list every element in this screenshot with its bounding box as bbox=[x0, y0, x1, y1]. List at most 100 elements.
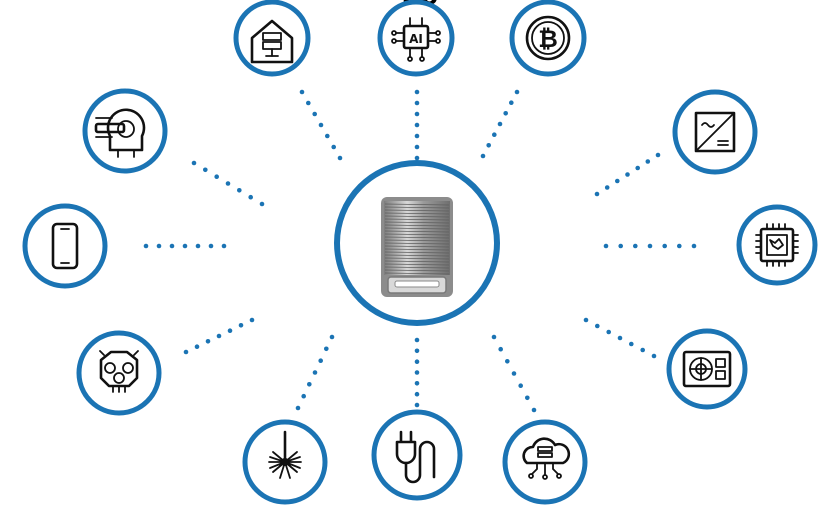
connector-dot bbox=[194, 344, 200, 350]
connector-dot bbox=[603, 243, 609, 249]
smartphone-node bbox=[22, 203, 108, 289]
connector-dot bbox=[248, 194, 253, 200]
server-house-node bbox=[233, 0, 311, 77]
connector-dot bbox=[480, 153, 486, 159]
processor-node bbox=[736, 204, 818, 286]
engine-node bbox=[76, 330, 162, 416]
connector-dot bbox=[640, 347, 645, 353]
engine-icon bbox=[99, 350, 139, 393]
connector-dot bbox=[331, 144, 337, 150]
connector-dot bbox=[645, 159, 651, 164]
connector-dot bbox=[498, 346, 504, 352]
processor-chip-icon bbox=[755, 223, 799, 267]
connector-dot bbox=[259, 201, 265, 207]
connector-dot bbox=[249, 317, 255, 323]
connector-dot bbox=[312, 370, 318, 375]
connector-dot bbox=[525, 395, 530, 401]
connector-dot bbox=[414, 89, 420, 95]
connector-dot bbox=[299, 89, 305, 95]
connector-dot bbox=[414, 402, 420, 408]
connector-dot bbox=[216, 333, 222, 339]
connector-dot bbox=[606, 329, 611, 335]
connector-dot bbox=[143, 243, 149, 249]
connector-dot bbox=[312, 111, 318, 117]
wire-spool-image bbox=[381, 197, 453, 297]
connector-dot bbox=[318, 358, 324, 364]
dotted-connectors bbox=[143, 89, 697, 413]
connector-dot bbox=[208, 243, 214, 249]
connector-dot bbox=[662, 243, 667, 249]
connector-dot bbox=[337, 155, 343, 161]
connector-dot bbox=[307, 382, 312, 387]
connector-dot bbox=[301, 393, 307, 399]
connector-dot bbox=[677, 243, 682, 249]
connector-dot bbox=[414, 381, 420, 386]
connector-dot bbox=[531, 407, 537, 413]
connector-dot bbox=[615, 178, 620, 184]
mri-scanner-icon bbox=[94, 108, 146, 158]
connector-dot bbox=[414, 370, 420, 375]
connector-dot bbox=[169, 243, 175, 249]
connector-dot bbox=[604, 185, 610, 190]
connector-dot bbox=[492, 132, 497, 137]
mri-scanner-node bbox=[82, 88, 168, 174]
connector-dot bbox=[195, 243, 201, 249]
connector-dot bbox=[414, 391, 420, 397]
cloud-computing-icon bbox=[522, 437, 571, 480]
connector-dot bbox=[324, 346, 329, 352]
power-supply-node bbox=[666, 328, 748, 410]
connector-dot bbox=[205, 339, 211, 344]
connector-dot bbox=[491, 334, 497, 340]
connector-dot bbox=[625, 172, 630, 177]
connector-dot bbox=[509, 100, 514, 105]
connector-dot bbox=[629, 341, 634, 347]
connector-dot bbox=[514, 89, 520, 95]
connector-dot bbox=[691, 243, 697, 249]
connector-dot bbox=[414, 348, 420, 354]
connector-dot bbox=[414, 155, 420, 161]
connector-dot bbox=[225, 181, 231, 186]
connector-dot bbox=[651, 353, 657, 359]
connector-dot bbox=[414, 100, 420, 106]
ai-chip-label: AI bbox=[409, 32, 423, 46]
connector-dot bbox=[511, 371, 517, 376]
connector-dot bbox=[505, 359, 510, 364]
bitcoin-icon: ₿ bbox=[525, 15, 571, 61]
connector-dot bbox=[203, 167, 208, 173]
connector-dot bbox=[318, 122, 324, 128]
ai-chip-icon: AI bbox=[391, 17, 441, 62]
connector-dot bbox=[414, 144, 420, 150]
connector-dot bbox=[414, 122, 420, 128]
plug-cable-node bbox=[371, 409, 463, 501]
connector-dot bbox=[306, 100, 311, 106]
center-node bbox=[334, 160, 500, 326]
connector-dot bbox=[503, 111, 509, 116]
server-house-icon bbox=[250, 19, 294, 64]
connector-dot bbox=[618, 243, 623, 249]
connector-dot bbox=[647, 243, 653, 249]
connector-dot bbox=[295, 405, 301, 411]
laser-node bbox=[242, 419, 328, 505]
connector-dot bbox=[325, 133, 330, 139]
inverter-node bbox=[672, 89, 758, 175]
connector-dot bbox=[594, 191, 600, 197]
connector-dot bbox=[635, 165, 640, 171]
connector-dot bbox=[329, 334, 335, 340]
connector-dot bbox=[518, 383, 523, 389]
connector-dot bbox=[486, 143, 492, 148]
connector-dot bbox=[655, 152, 661, 158]
connector-dot bbox=[183, 349, 189, 355]
connector-dot bbox=[214, 174, 219, 179]
cloud-computing-node bbox=[502, 419, 588, 505]
connector-dot bbox=[238, 323, 244, 328]
power-supply-icon bbox=[682, 350, 732, 388]
connector-dot bbox=[414, 359, 420, 365]
connector-dot bbox=[182, 243, 188, 249]
laser-icon bbox=[268, 430, 302, 479]
connector-dot bbox=[191, 160, 197, 166]
connector-dot bbox=[414, 133, 420, 139]
smartphone-icon bbox=[51, 222, 79, 270]
connector-dot bbox=[414, 337, 420, 343]
